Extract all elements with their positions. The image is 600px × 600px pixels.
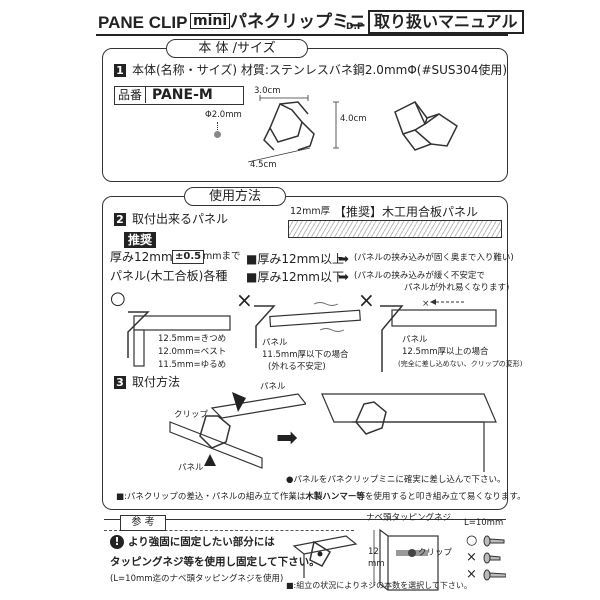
dimension-depth: 4.5cm [250,160,277,170]
part-number-label: 品番 [118,88,143,102]
header-band [96,12,508,36]
ng-thin-note-2: (外れる不安定) [268,362,326,372]
thickness-unit: mmまで [203,251,241,262]
reference-divider [104,519,506,520]
reference-tab-label: 参 考 [131,517,155,528]
clip-dimension-drawing [247,95,339,163]
usage-panel [102,196,508,510]
reference-ok-mark: ○ [466,533,478,548]
ok-mark: ○ [110,288,126,309]
reference-warning-1: より強固に固定したい部分には [128,536,275,548]
mounting-before-drawing [169,392,306,469]
mounting-heading: 取付方法 [132,375,181,389]
thickness-tolerance: ±0.5 [172,250,205,264]
ng-thick-drawing: × [380,299,497,372]
arrow-below-icon: ➡ [338,270,349,285]
fit-tight: 12.5mm=きつめ [158,334,227,344]
reference-footnote: ■:組立の状況によりネジの本数を選択して下さい。 [286,581,472,590]
diameter-arrow [217,122,219,130]
body-size-tab-label: 本 体 /サイズ [198,41,276,56]
arrow-above-icon: ➡ [338,252,349,267]
thickness-main: 厚み12mm [110,250,173,264]
brand-name: PANE CLIP [98,13,188,32]
reference-warning-3: (L=10mm迄のナベ頭タッピングネジを使用) [110,574,284,584]
ng-thin-panel-label: パネル [262,338,288,348]
reference-clip-label: クリップ [418,548,453,558]
warning-icon: ! [110,535,124,549]
dimension-width: 3.0cm [254,86,281,96]
manual-title: 取り扱いマニュアル [368,10,524,34]
section-number-3: 3 [114,376,126,389]
rule-above-note: (パネルの挟み込みが固く奥まで入り難い) [354,253,514,263]
reference-ng-mark-2: × [466,567,477,582]
ok-fit-drawing [127,311,231,367]
hammer-note-prefix: ■:パネクリップの差込・パネルの組み立て作業は [116,492,306,502]
brand-mini-badge: mini [190,13,231,29]
product-suffix: D.P [346,22,364,32]
part-number-box [114,86,244,105]
usage-tab: 使用方法 [184,187,286,206]
hammer-note: ■:パネクリップの差込・パネルの組み立て作業は木製ハンマー等を使用すると叩き組み… [116,493,526,502]
part-number-value: PANE-M [152,87,213,103]
dimension-mm: mm [368,559,385,569]
hammer-note-suffix: を使用すると叩き組み立て易くなります。 [364,492,526,502]
clip-perspective-drawing [394,101,458,151]
fit-loose: 11.5mm=ゆるめ [158,360,227,370]
rule-below-note-1: (パネルの挟み込みが緩く不安定で [354,271,485,281]
svg-text:×: × [422,299,430,309]
screw-fixing-drawing [292,535,358,578]
plywood-panel-sample [288,220,502,238]
usage-tab-label: 使用方法 [208,189,261,204]
spec-text: 本体(名称・サイズ) 材質:ステンレスバネ鋼2.0mmΦ(#SUS304使用) [132,63,508,77]
part-number-divider [145,87,146,103]
reference-warning-2: タッピングネジ等を使用し固定して下さい。 [110,556,320,568]
hammer-note-bold: 木製ハンマー等 [305,492,365,502]
reference-tab: 参 考 [120,515,166,531]
rule-above-label: ■厚み12mm以上 [246,252,344,266]
product-title-jp: パネクリップミニ [230,12,366,32]
panel-thickness-label: 12mm厚 [290,206,331,217]
section-number-1: 1 [114,64,126,77]
mounting-instruction: ●パネルをパネクリップミニに確実に差し込んで下さい。 [286,475,506,485]
screw-type-label: ナベ頭タッピングネジ [366,513,452,523]
mounting-panel-label-bottom: パネル [178,463,204,473]
screw-samples-icon [483,535,506,581]
recommend-badge: 推奨 [124,232,157,248]
ng-mark-thin: × [236,288,253,312]
dimension-12: 12 [368,547,379,557]
screw-detail-drawing [373,528,439,591]
ng-thick-note-1: 12.5mm厚以上の場合 [402,347,489,357]
rule-below-note-2: パネルが外れ易くなります) [404,283,510,293]
section-number-2: 2 [114,213,126,226]
mounting-after-drawing [321,393,497,472]
ng-thin-drawing [254,302,361,348]
mountable-panel-heading: 取付出来るパネル [132,212,229,226]
reference-ng-mark-1: × [466,550,477,565]
ng-thin-note-1: 11.5mm厚以下の場合 [262,350,349,360]
fit-best: 12.0mm=ベスト [158,347,227,357]
rule-below-label: ■厚み12mm以下 [246,270,344,284]
ng-thick-note-2: (完全に差し込めない、クリップの変形) [398,360,523,368]
panel-type: パネル(木工合板)各種 [110,269,228,283]
reference-dashed-line [104,530,354,531]
dimension-height: 4.0cm [340,114,367,124]
ng-thick-panel-label: パネル [402,335,428,345]
body-size-tab: 本 体 /サイズ [166,39,308,58]
ng-mark-thick: × [358,288,375,312]
panel-recommend-text: 【推奨】木工用合板パネル [334,205,479,219]
screw-length-label: L=10mm [464,518,504,528]
mounting-panel-label-top: パネル [260,382,286,392]
step-arrow-icon: ➡ [276,423,298,453]
wire-section-dot [214,131,221,138]
dimension-diameter: Φ2.0mm [205,110,242,120]
mounting-clip-label: クリップ [174,410,209,420]
